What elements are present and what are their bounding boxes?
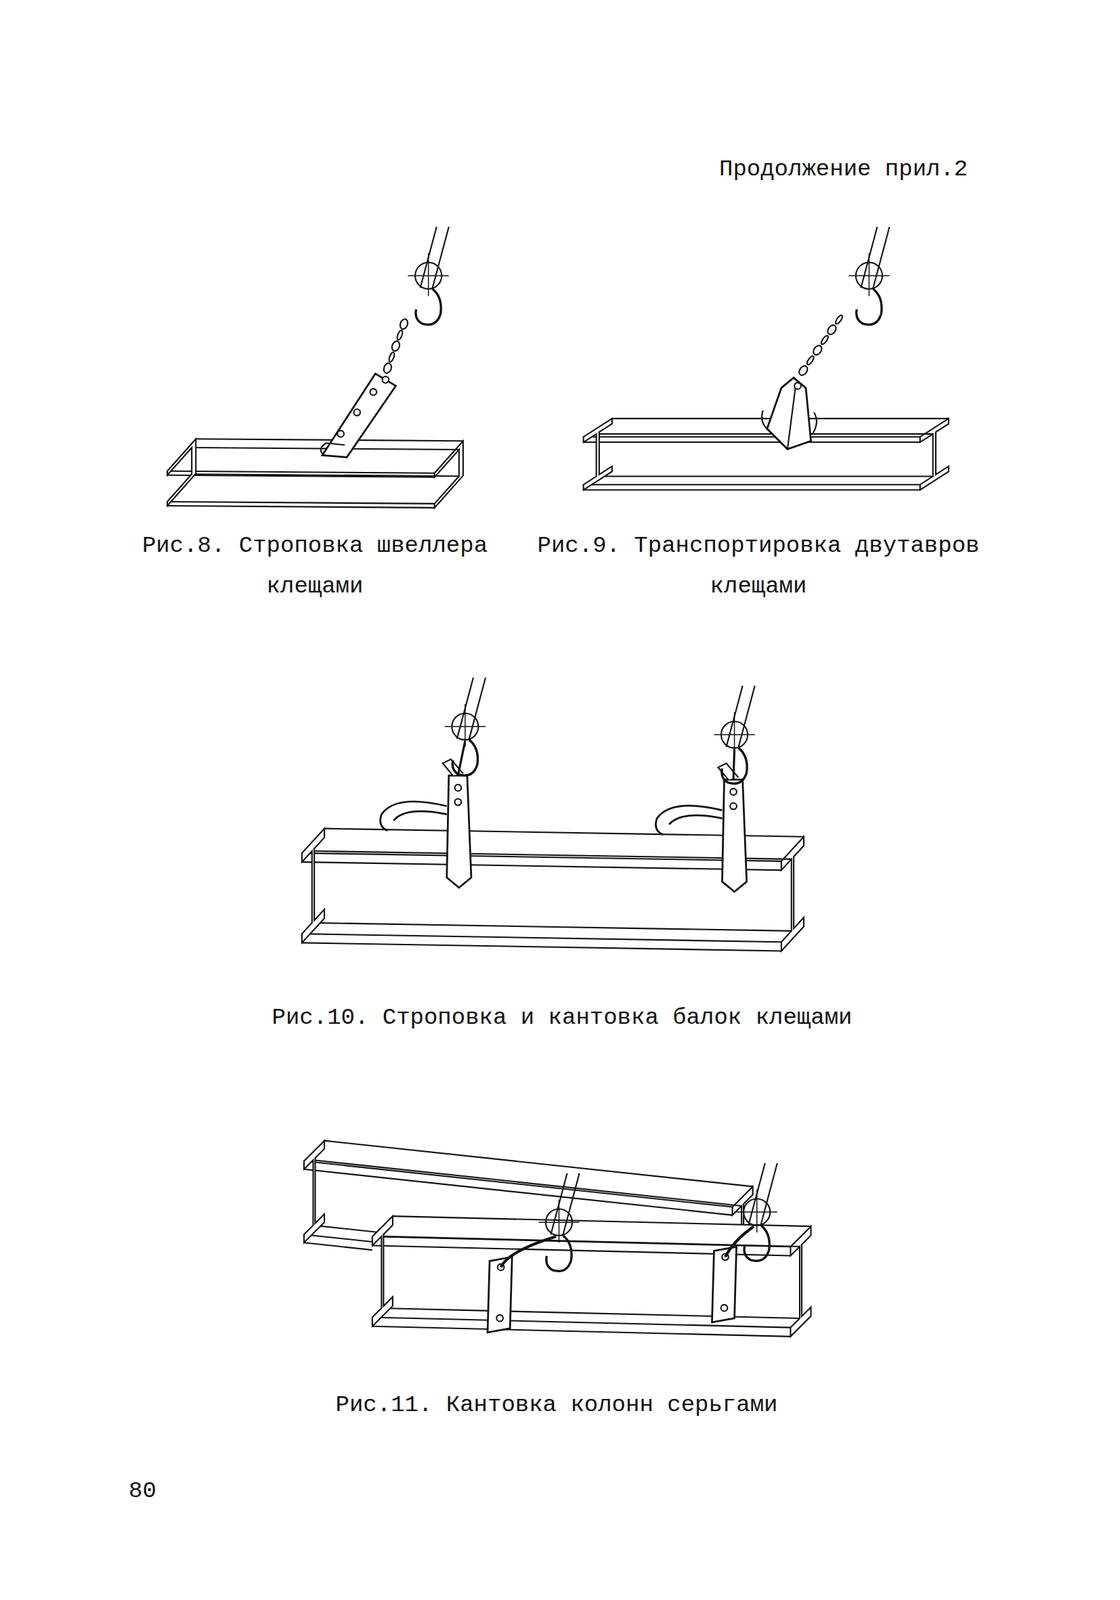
page-number: 80 — [128, 1470, 157, 1512]
beam-clamp — [655, 748, 747, 892]
figure-caption: Рис.11. Кантовка колонн серьгами — [251, 1384, 862, 1426]
tongs-body — [767, 377, 812, 449]
crane-hook — [538, 1173, 579, 1272]
shackle — [487, 1256, 512, 1332]
crane-hook — [736, 1163, 778, 1261]
page-header: Продолжение прил.2 — [719, 148, 968, 190]
figure-caption: Рис.9. Транспортировка двутавров клещами — [521, 525, 996, 607]
chain — [797, 314, 844, 377]
tongs-plate — [322, 373, 396, 458]
crane-hook — [848, 226, 890, 325]
figure-9 — [583, 226, 949, 491]
figure-11 — [304, 1140, 812, 1337]
shackle — [711, 1246, 737, 1322]
shackle-plate — [487, 1236, 556, 1333]
column-beam — [372, 1216, 812, 1337]
clamp-plate — [446, 775, 472, 888]
crane-hook — [408, 226, 449, 325]
crane-hook — [713, 685, 755, 784]
shackle-plate — [711, 1226, 754, 1323]
channel-beam — [167, 438, 464, 508]
figure-caption: Рис.10. Строповка и кантовка балок клеща… — [257, 997, 867, 1039]
figure-10 — [302, 677, 804, 952]
beam-clamp — [380, 740, 472, 888]
figure-caption: Рис.8. Строповка швеллера клещами — [132, 525, 498, 607]
figure-8 — [167, 226, 464, 508]
i-beam — [583, 418, 949, 490]
crane-hook — [444, 677, 486, 776]
chain — [382, 318, 409, 375]
clamp-plate — [722, 779, 747, 892]
